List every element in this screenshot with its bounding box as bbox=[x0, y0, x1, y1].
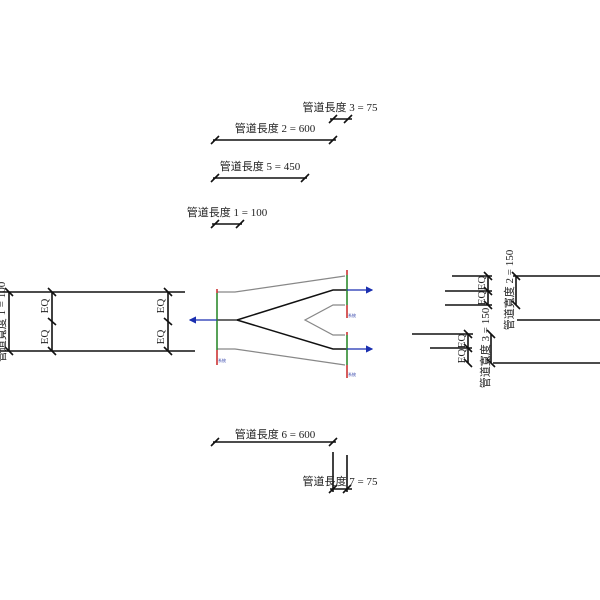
eq-label: EQ bbox=[39, 299, 51, 314]
label-length5: 管道長度 5 = 450 bbox=[220, 159, 301, 173]
connector-label: 系統 bbox=[348, 312, 356, 318]
dim-length6[interactable] bbox=[210, 437, 338, 447]
right-width-view[interactable] bbox=[412, 271, 600, 368]
eq-label: EQ bbox=[456, 349, 468, 364]
label-width3: 管道寬度 3 = 150 bbox=[478, 307, 492, 388]
dim-length7[interactable] bbox=[328, 452, 352, 494]
duct-plan[interactable] bbox=[217, 275, 347, 366]
label-length1: 管道長度 1 = 100 bbox=[187, 205, 268, 219]
eq-label: EQ bbox=[155, 330, 167, 345]
dim-length3[interactable] bbox=[328, 114, 353, 124]
label-width1: 管道寬度 1 = 100 bbox=[0, 281, 8, 362]
connector-right-bottom[interactable] bbox=[346, 332, 374, 378]
dim-length5[interactable] bbox=[210, 173, 310, 183]
label-length7: 管道長度 7 = 75 bbox=[303, 474, 378, 488]
eq-label: EQ bbox=[476, 276, 488, 291]
left-width-view[interactable] bbox=[0, 287, 195, 356]
connector-label: 系統 bbox=[348, 371, 356, 377]
label-length2: 管道長度 2 = 600 bbox=[235, 121, 316, 135]
eq-label: EQ bbox=[476, 291, 488, 306]
eq-label: EQ bbox=[39, 330, 51, 345]
label-width2: 管道寬度 2 = 150 bbox=[502, 249, 516, 330]
dim-length1[interactable] bbox=[210, 219, 245, 229]
eq-label: EQ bbox=[456, 334, 468, 349]
connector-label: 系統 bbox=[218, 357, 226, 363]
eq-label: EQ bbox=[155, 299, 167, 314]
dim-length2[interactable] bbox=[210, 135, 338, 145]
connector-right-top[interactable] bbox=[346, 270, 374, 318]
connector-left[interactable] bbox=[188, 289, 218, 365]
label-length6: 管道長度 6 = 600 bbox=[235, 427, 316, 441]
label-length3: 管道長度 3 = 75 bbox=[303, 100, 378, 114]
